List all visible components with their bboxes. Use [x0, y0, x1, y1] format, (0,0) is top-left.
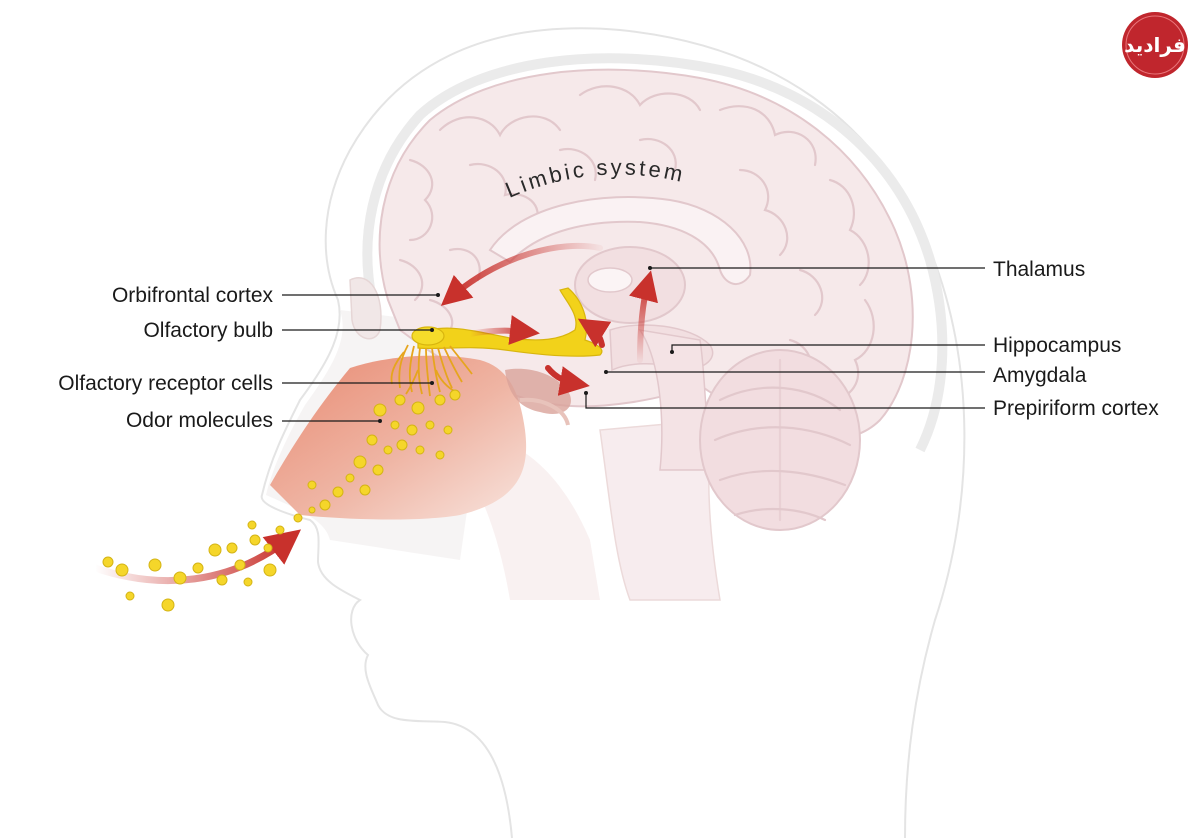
- nasal-turbinates: [505, 368, 571, 415]
- skull-outline: [362, 53, 948, 453]
- nasal-cavity: [270, 355, 527, 520]
- label-olfactory-bulb: Olfactory bulb: [143, 319, 273, 342]
- label-thalamus: Thalamus: [993, 258, 1085, 281]
- odor-molecules-outside: [102, 506, 316, 612]
- label-odor-molecules: Odor molecules: [126, 409, 273, 432]
- olfactory-receptor-fibers: [390, 344, 473, 397]
- label-amygdala: Amygdala: [993, 364, 1087, 387]
- label-prepiriform-cortex: Prepiriform cortex: [993, 397, 1159, 420]
- faradeed-logo: فرادید: [1122, 12, 1188, 78]
- label-hippocampus: Hippocampus: [993, 334, 1121, 357]
- olfactory-bulb-shape: [411, 326, 445, 346]
- cerebellum: [699, 349, 861, 531]
- arrow-along-tract: [467, 315, 540, 345]
- label-olfactory-receptor-cells: Olfactory receptor cells: [58, 372, 273, 395]
- brain-gyri: [398, 85, 875, 402]
- corpus-callosum: [488, 196, 752, 285]
- odor-molecules-inside: [307, 389, 461, 511]
- arrow-to-prepiriform: [545, 365, 590, 396]
- logo-text: فرادید: [1124, 33, 1186, 57]
- logo-badge: [1122, 12, 1188, 78]
- arrow-to-thalamus: [628, 270, 658, 363]
- arrow-to-orbitofrontal: [440, 242, 603, 306]
- brainstem: [638, 328, 713, 471]
- leader-prepiriform: [585, 393, 985, 409]
- arrow-to-limbic: [577, 318, 612, 348]
- label-orbitofrontal-cortex: Orbifrontal cortex: [112, 284, 274, 307]
- leader-hippocampus: [671, 344, 985, 352]
